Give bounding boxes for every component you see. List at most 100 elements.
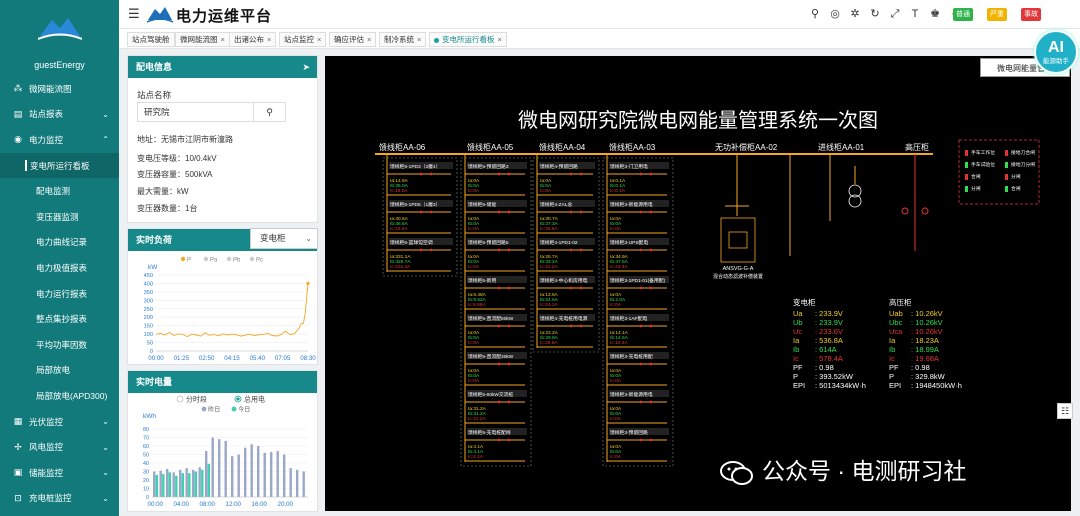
current-c: Ic:0A	[540, 188, 552, 194]
current-b: Ib:0.1A	[610, 183, 626, 189]
y-tick-label: 50	[147, 341, 153, 347]
sidebar-subitem-operation[interactable]: 电力运行报表	[36, 288, 88, 299]
close-icon[interactable]: ×	[417, 35, 422, 44]
battery-icon: ▣	[13, 467, 23, 478]
tab-cooling[interactable]: 制冷系统×	[379, 32, 427, 47]
chevron-down-icon: ⌄	[102, 442, 109, 452]
breaker-symbol	[649, 248, 653, 252]
current-c: Ic:0A	[610, 378, 622, 384]
reading-key: PF	[793, 363, 803, 372]
station-name-input[interactable]	[138, 103, 254, 121]
current-a: Ia:14.9A	[390, 178, 409, 184]
feeder-name-bg	[389, 238, 453, 245]
tab-assessment[interactable]: 确应评估×	[329, 32, 377, 47]
close-icon[interactable]: ×	[317, 35, 322, 44]
fullscreen-icon[interactable]: ⤢	[890, 8, 900, 20]
status-chip-normal[interactable]: 普通	[953, 8, 973, 21]
breaker-symbol	[497, 210, 501, 214]
current-b: Ib:0A	[540, 183, 552, 189]
cabinet-select[interactable]: 变电柜⌄	[250, 228, 318, 249]
feeder-box	[602, 157, 674, 467]
info-capacity: 变压器容量：500kVA	[137, 170, 213, 179]
reading-value: : 18.23A	[911, 336, 939, 345]
feeder-name-bg	[539, 238, 595, 245]
current-b: Ib:35.0A	[390, 183, 409, 189]
legend-symbol	[1005, 162, 1008, 168]
close-icon[interactable]: ×	[497, 35, 502, 44]
skin-icon[interactable]: ♚	[930, 8, 940, 20]
feeder-name: 馈线柜4-中心机房用电	[540, 277, 588, 284]
tab-publish[interactable]: 出诸公布×	[229, 32, 277, 47]
bar-yesterday	[270, 451, 273, 497]
font-size-icon[interactable]: T	[911, 8, 919, 20]
x-tick-label: 04:15	[224, 355, 240, 362]
sidebar-subitem-substation-board[interactable]: 变电所运行看板	[0, 152, 119, 179]
status-chip-severe[interactable]: 严重	[987, 8, 1007, 21]
search-icon[interactable]: ⚲	[253, 103, 285, 121]
close-icon[interactable]: ×	[367, 35, 372, 44]
breaker-symbol	[649, 172, 653, 176]
breaker-symbol	[497, 248, 501, 252]
send-icon[interactable]: ➤	[302, 62, 310, 72]
settings-slider-icon[interactable]: ☷	[1057, 403, 1073, 419]
sidebar-item-wind[interactable]: ✢风电监控⌄	[0, 434, 119, 460]
sidebar-item-flow[interactable]: ⁂微网能流图	[0, 76, 119, 102]
settings-icon[interactable]: ✲	[850, 8, 860, 20]
network-icon: ⁂	[13, 83, 23, 94]
tab-label: 出诸公布	[234, 35, 264, 44]
ai-assistant-button[interactable]: AI 能源助手	[1034, 30, 1078, 74]
reading-value: : 18.99A	[911, 345, 939, 354]
current-c: Ic:24.1A	[540, 302, 558, 308]
sidebar-subitem-hourly[interactable]: 整点集抄报表	[36, 314, 88, 325]
breaker-symbol	[419, 248, 423, 252]
legend-marker	[226, 256, 232, 262]
panel-title: 实时电量	[136, 377, 173, 387]
sidebar-subitem-curve[interactable]: 电力曲线记录	[36, 237, 88, 248]
feeder-name-bg	[467, 238, 527, 245]
current-c: Ic:29.8A	[540, 340, 558, 346]
sidebar-subitem-distribution[interactable]: 配电监测	[36, 186, 71, 197]
chevron-down-icon: ⌄	[102, 109, 109, 119]
menu-toggle-icon[interactable]: ☰	[128, 6, 140, 21]
legend-label: 今日	[238, 406, 250, 414]
sidebar-item-reports[interactable]: ▤站点报表⌄	[0, 102, 119, 128]
x-tick-label: 08:00	[200, 501, 216, 508]
tab-flow[interactable]: 微网能流图×	[175, 32, 230, 47]
bar-yesterday	[250, 444, 253, 497]
refresh-icon[interactable]: ↻	[870, 8, 880, 20]
search-icon[interactable]: ⚲	[810, 8, 820, 20]
sidebar-subitem-extreme[interactable]: 电力极值报表	[36, 262, 88, 273]
target-icon[interactable]: ◎	[830, 8, 840, 20]
current-b: Ib:0A	[610, 373, 622, 379]
sidebar-subitem-pd-apd300[interactable]: 局部放电(APD300)	[36, 390, 108, 401]
cabinet-label: 高压柜	[905, 142, 929, 152]
tab-label: 站点驾驶舱	[132, 35, 170, 44]
sidebar-subitem-transformer[interactable]: 变压器监测	[36, 211, 79, 222]
sidebar-item-charger[interactable]: ⊡充电桩监控⌄	[0, 486, 119, 512]
tab-substation-board[interactable]: 变电所运行看板×	[429, 32, 507, 47]
legend-text: 手车工作位	[971, 149, 995, 156]
sidebar-item-storage[interactable]: ▣储能监控⌄	[0, 460, 119, 486]
chevron-up-icon: ⌃	[102, 135, 109, 145]
sidebar-item-solar[interactable]: ▦光伏监控⌄	[0, 409, 119, 435]
feeder-name: 馈线柜3-门卫用电	[610, 163, 648, 170]
status-chip-accident[interactable]: 事故	[1021, 8, 1041, 21]
current-a: Ia:0A	[610, 292, 622, 298]
reading-key: Ubc	[889, 318, 903, 327]
bar-yesterday	[166, 468, 169, 497]
bar-today	[155, 474, 158, 497]
feeder-name-bg	[467, 162, 527, 169]
tab-cockpit[interactable]: 站点驾驶舱	[127, 32, 175, 47]
current-b: Ib:14.5A	[610, 335, 629, 341]
close-icon[interactable]: ×	[267, 35, 272, 44]
tab-station-monitor[interactable]: 站点监控×	[279, 32, 327, 47]
current-c: Ic:0A	[610, 226, 622, 232]
bar-yesterday	[179, 469, 182, 497]
close-icon[interactable]: ×	[220, 35, 225, 44]
sidebar-subitem-pd[interactable]: 局部放电	[36, 365, 71, 376]
sidebar-item-power-monitor[interactable]: ◉电力监控⌃	[0, 127, 119, 153]
current-c: Ic:0A	[468, 226, 480, 232]
sidebar-subitem-pf[interactable]: 平均功率因数	[36, 339, 88, 350]
current-a: Ia:0A	[540, 178, 552, 184]
